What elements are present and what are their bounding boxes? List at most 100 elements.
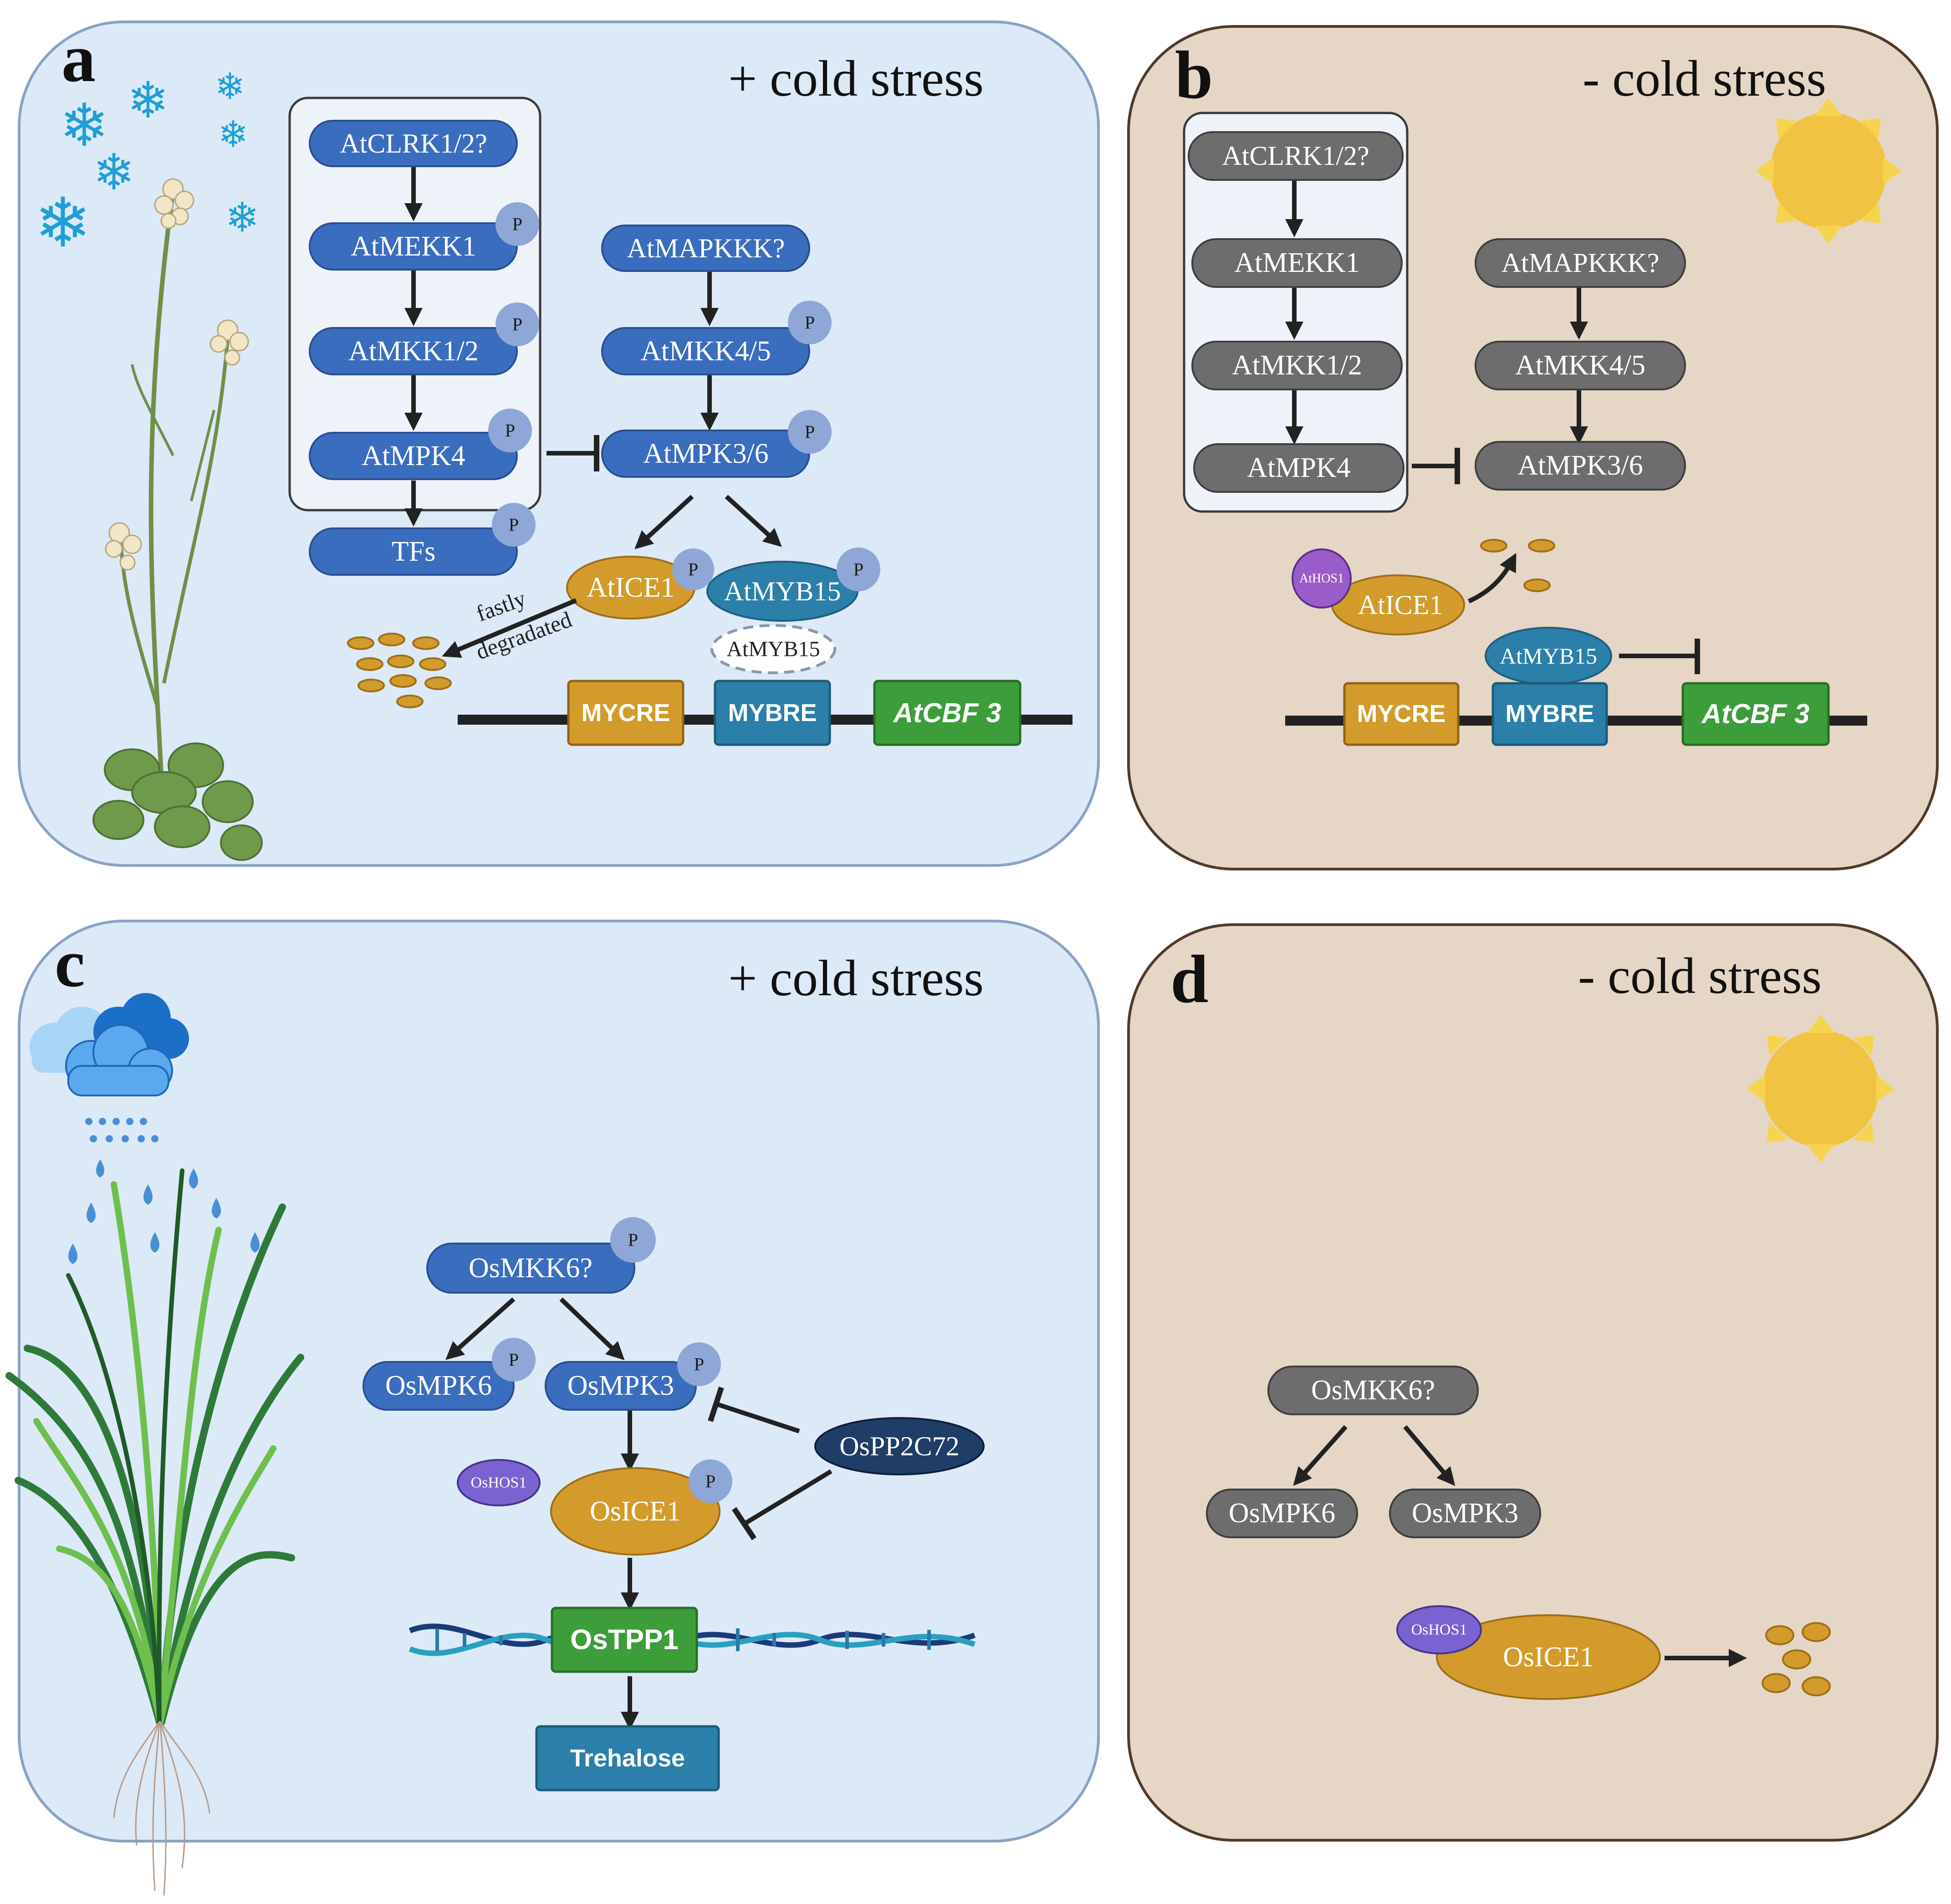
panel-d-background: [1127, 923, 1939, 1842]
svg-text:MYCRE: MYCRE: [1357, 700, 1445, 727]
node-atmpk4-inactive: AtMPK4: [1193, 443, 1405, 493]
node-atmpk36-inactive: AtMPK3/6: [1475, 441, 1686, 491]
gene-atcbf3: AtCBF 3: [873, 680, 1021, 746]
svg-text:P: P: [688, 559, 698, 580]
svg-text:AtMAPKKK?: AtMAPKKK?: [627, 233, 785, 263]
panel-c-title: + cold stress: [728, 950, 984, 1007]
svg-text:OsMPK6: OsMPK6: [385, 1370, 492, 1401]
svg-text:MYCRE: MYCRE: [581, 699, 670, 727]
phospho-badge: [488, 409, 532, 452]
node-trehalose: Trehalose: [535, 1725, 720, 1791]
node-tfs: TFs P: [309, 503, 536, 576]
rain-cloud-icon: [30, 993, 260, 1264]
node-atice1-b: AtICE1: [1331, 574, 1465, 635]
svg-text:AtICE1: AtICE1: [1358, 590, 1443, 620]
phospho-badge: [689, 1459, 732, 1503]
node-atmekk1-inactive: AtMEKK1: [1191, 238, 1403, 288]
svg-text:AtCLRK1/2?: AtCLRK1/2?: [340, 128, 487, 159]
phospho-badge: [495, 202, 539, 246]
rice-plant-icon: [5, 1168, 304, 1896]
node-osmpk6-inactive: OsMPK6: [1206, 1489, 1358, 1538]
svg-text:AtMYB15: AtMYB15: [724, 576, 841, 606]
node-atmapkkk: AtMAPKKK?: [601, 225, 810, 272]
svg-text:AtCBF 3: AtCBF 3: [1701, 699, 1810, 729]
snowflake-icon: ❄: [34, 184, 92, 263]
panel-d-title: - cold stress: [1578, 948, 1822, 1004]
node-oshos1-d: OsHOS1: [1396, 1605, 1482, 1654]
element-mycre-b: MYCRE: [1343, 682, 1460, 746]
phospho-badge: [672, 548, 714, 590]
node-atmyb15-dissociated: AtMYB15: [710, 624, 836, 674]
degraded-fragments-icon: [1762, 1622, 1831, 1696]
node-athos1: AtHOS1: [1292, 548, 1352, 609]
svg-text:OsHOS1: OsHOS1: [1411, 1622, 1467, 1638]
snowflake-icon: ❄: [93, 143, 135, 201]
snowflake-icon: ❄: [225, 194, 259, 242]
node-osmpk6: OsMPK6 P: [363, 1338, 536, 1411]
svg-text:AtMPK3/6: AtMPK3/6: [1517, 450, 1643, 481]
svg-text:OsICE1: OsICE1: [590, 1496, 681, 1527]
svg-text:AtHOS1: AtHOS1: [1299, 572, 1344, 586]
node-osmkk6-inactive: OsMKK6?: [1267, 1366, 1479, 1415]
node-atmkk45-inactive: AtMKK4/5: [1475, 341, 1686, 390]
svg-text:AtMYB15: AtMYB15: [726, 637, 820, 661]
svg-text:P: P: [853, 559, 863, 580]
node-ospp2c72: OsPP2C72: [814, 1417, 985, 1475]
snowflake-icon: ❄: [215, 66, 245, 108]
panel-a: a + cold stress ❄ ❄ ❄ ❄ ❄ ❄ ❄: [18, 20, 1100, 867]
svg-text:OsMKK6?: OsMKK6?: [469, 1253, 592, 1284]
sun-icon: [1747, 1015, 1895, 1162]
panel-c: c + cold stress: [5, 920, 1100, 1896]
phospho-badge: [788, 410, 832, 454]
svg-text:P: P: [705, 1471, 715, 1492]
node-osice1-d: OsICE1: [1436, 1614, 1661, 1700]
svg-text:OsMKK6?: OsMKK6?: [1311, 1375, 1435, 1406]
svg-text:MYBRE: MYBRE: [1505, 700, 1594, 727]
node-atclrk: AtCLRK1/2?: [309, 120, 518, 167]
degraded-fragments-icon: [347, 633, 452, 708]
svg-text:AtMAPKKK?: AtMAPKKK?: [1502, 248, 1660, 278]
snowflake-icon: ❄: [127, 71, 169, 129]
node-atclrk-inactive: AtCLRK1/2?: [1188, 131, 1404, 181]
panel-a-letter: a: [61, 20, 96, 96]
svg-text:MYBRE: MYBRE: [728, 699, 817, 727]
node-atmkk45: AtMKK4/5 P: [601, 301, 832, 375]
svg-text:P: P: [694, 1354, 704, 1375]
svg-text:AtMPK4: AtMPK4: [1247, 452, 1350, 483]
arabidopsis-plant-icon: [92, 178, 263, 861]
sun-icon: [1756, 98, 1901, 244]
svg-text:P: P: [512, 214, 522, 235]
node-atice1: AtICE1 P: [566, 548, 714, 619]
svg-text:AtMKK1/2: AtMKK1/2: [348, 336, 479, 367]
panel-b-title: - cold stress: [1583, 51, 1826, 107]
svg-text:OsTPP1: OsTPP1: [570, 1624, 679, 1656]
svg-text:P: P: [509, 1350, 519, 1370]
svg-text:OsMPK6: OsMPK6: [1229, 1498, 1335, 1529]
svg-text:AtCLRK1/2?: AtCLRK1/2?: [1222, 141, 1369, 171]
snowflakes: ❄ ❄ ❄ ❄ ❄ ❄ ❄: [34, 66, 260, 263]
svg-text:OsPP2C72: OsPP2C72: [839, 1431, 959, 1461]
svg-text:TFs: TFs: [392, 536, 435, 567]
degraded-fragments-icon: [1480, 539, 1555, 592]
panel-a-title: + cold stress: [728, 51, 984, 107]
node-atmapkkk-inactive: AtMAPKKK?: [1475, 238, 1686, 288]
node-atmyb15: AtMYB15 P: [706, 548, 880, 622]
phospho-badge: [788, 301, 832, 344]
element-mycre: MYCRE: [567, 680, 684, 746]
gene-ostpp1: OsTPP1: [551, 1607, 698, 1673]
svg-text:AtMKK1/2: AtMKK1/2: [1232, 350, 1362, 381]
svg-text:P: P: [512, 314, 522, 335]
panel-c-letter: c: [55, 926, 85, 1001]
svg-text:AtMPK4: AtMPK4: [362, 440, 465, 471]
svg-text:AtICE1: AtICE1: [587, 572, 675, 603]
node-osice1: OsICE1 P: [550, 1459, 732, 1556]
panel-d-letter: d: [1170, 942, 1208, 1017]
svg-text:AtMEKK1: AtMEKK1: [351, 231, 476, 262]
node-osmkk6: OsMKK6? P: [426, 1217, 656, 1294]
node-osmpk3-inactive: OsMPK3: [1389, 1489, 1541, 1538]
node-atmkk12-inactive: AtMKK1/2: [1191, 341, 1403, 390]
svg-text:AtMKK4/5: AtMKK4/5: [641, 336, 771, 367]
panel-b: b - cold stress AtCLRK1/2?: [1127, 25, 1939, 870]
node-atmekk1: AtMEKK1 P: [309, 202, 539, 271]
